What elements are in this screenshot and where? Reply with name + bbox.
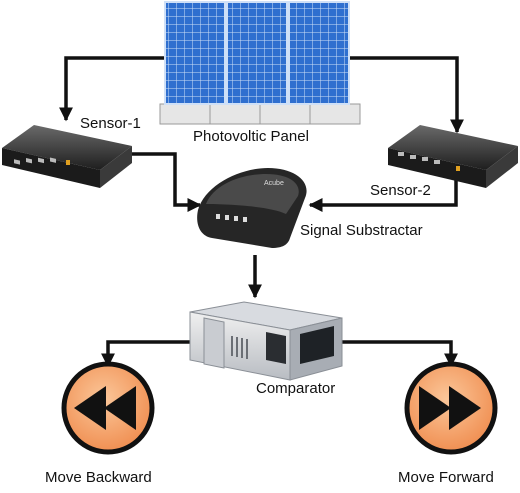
- router-brand-label: Acube: [264, 180, 284, 187]
- rewind-icon: [61, 361, 155, 455]
- connectors: [59, 56, 464, 368]
- panel-label: Photovoltic Panel: [193, 128, 309, 145]
- arrow-panel-to-sensor1: [59, 56, 165, 122]
- arrow-comparator-to-backward: [101, 340, 190, 368]
- arrow-panel-to-sensor2: [348, 56, 464, 134]
- sensor1-network-device-icon: [2, 125, 132, 188]
- solar-panel-icon: [159, 1, 361, 125]
- arrow-sensor1-to-subtractor: [132, 152, 202, 212]
- rack-server-icon: [189, 301, 343, 381]
- router-icon: Acube: [197, 168, 307, 248]
- arrow-comparator-to-forward: [340, 340, 458, 368]
- sensor2-label: Sensor-2: [370, 182, 431, 199]
- sensor2-network-device-icon: [388, 125, 518, 188]
- fast-forward-icon: [404, 361, 498, 455]
- comparator-label: Comparator: [256, 380, 336, 397]
- arrow-sensor2-to-subtractor: [308, 180, 458, 212]
- move-backward-label: Move Backward: [45, 469, 152, 486]
- subtractor-label: Signal Substractar: [300, 222, 423, 239]
- sensor1-label: Sensor-1: [80, 115, 141, 132]
- move-forward-label: Move Forward: [398, 469, 494, 486]
